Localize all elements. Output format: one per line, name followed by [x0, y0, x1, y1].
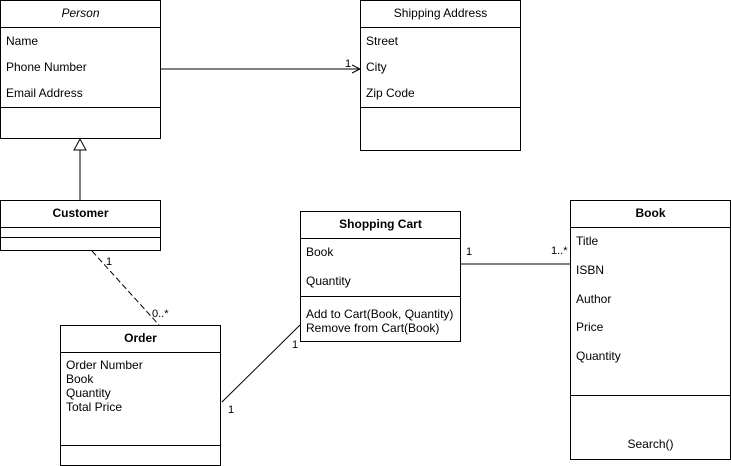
- person-attr-email: Email Address: [6, 86, 83, 100]
- cart-attr-book: Book: [306, 245, 334, 259]
- divider: [61, 445, 220, 446]
- divider: [361, 27, 520, 28]
- book-attr-author: Author: [576, 292, 612, 306]
- shipping-attr-street: Street: [366, 34, 399, 48]
- class-order[interactable]: Order Order Number Book Quantity Total P…: [60, 325, 221, 466]
- person-attr-name: Name: [6, 34, 39, 48]
- order-attr-total-price: Total Price: [66, 400, 123, 414]
- divider: [1, 107, 160, 108]
- multiplicity-book-end: 1..*: [551, 245, 568, 257]
- class-order-name: Order: [124, 331, 157, 345]
- divider: [1, 27, 160, 28]
- order-cart-association[interactable]: [221, 324, 301, 403]
- multiplicity-shipping-end: 1: [345, 58, 352, 70]
- cart-method-remove: Remove from Cart(Book): [306, 321, 440, 335]
- class-book-name: Book: [635, 206, 666, 220]
- cart-methods: Add to Cart(Book, Quantity) Remove from …: [306, 307, 453, 335]
- class-customer[interactable]: Customer: [0, 200, 161, 251]
- class-person[interactable]: Person Name Phone Number Email Address: [0, 0, 161, 139]
- cart-method-add: Add to Cart(Book, Quantity): [306, 307, 454, 321]
- divider: [1, 227, 160, 228]
- shipping-attr-zip: Zip Code: [366, 86, 415, 100]
- multiplicity-order-end-customer: 0..*: [152, 308, 169, 320]
- person-attr-phone: Phone Number: [6, 60, 87, 74]
- book-attr-quantity: Quantity: [576, 349, 621, 363]
- shipping-attr-city: City: [366, 60, 387, 74]
- class-shipping-address[interactable]: Shipping Address Street City Zip Code: [360, 0, 521, 151]
- order-attr-book: Book: [66, 372, 94, 386]
- book-attr-price: Price: [576, 320, 604, 334]
- book-method-search: Search(): [627, 437, 674, 451]
- class-customer-name: Customer: [52, 206, 109, 220]
- divider: [301, 238, 460, 239]
- book-attr-isbn: ISBN: [576, 263, 605, 277]
- multiplicity-customer-end: 1: [106, 256, 113, 268]
- order-attr-quantity: Quantity: [66, 386, 111, 400]
- multiplicity-cart-end-order: 1: [292, 339, 299, 351]
- multiplicity-cart-end-book: 1: [466, 246, 473, 258]
- class-person-name: Person: [61, 6, 100, 20]
- book-attr-title: Title: [576, 234, 599, 248]
- class-book[interactable]: Book Title ISBN Author Price Quantity Se…: [570, 200, 731, 460]
- cart-attr-quantity: Quantity: [306, 274, 351, 288]
- divider: [571, 395, 730, 396]
- class-shopping-cart[interactable]: Shopping Cart Book Quantity Add to Cart(…: [300, 211, 461, 342]
- multiplicity-order-end-cart: 1: [228, 404, 235, 416]
- divider: [61, 352, 220, 353]
- order-attributes: Order Number Book Quantity Total Price: [66, 358, 143, 414]
- class-shipping-address-name: Shipping Address: [393, 6, 488, 20]
- divider: [571, 227, 730, 228]
- divider: [361, 107, 520, 108]
- divider: [301, 296, 460, 297]
- generalization-arrowhead: [73, 137, 87, 151]
- customer-order-association[interactable]: [91, 250, 160, 326]
- divider: [1, 237, 160, 238]
- class-shopping-cart-name: Shopping Cart: [339, 217, 422, 231]
- order-attr-number: Order Number: [66, 358, 143, 372]
